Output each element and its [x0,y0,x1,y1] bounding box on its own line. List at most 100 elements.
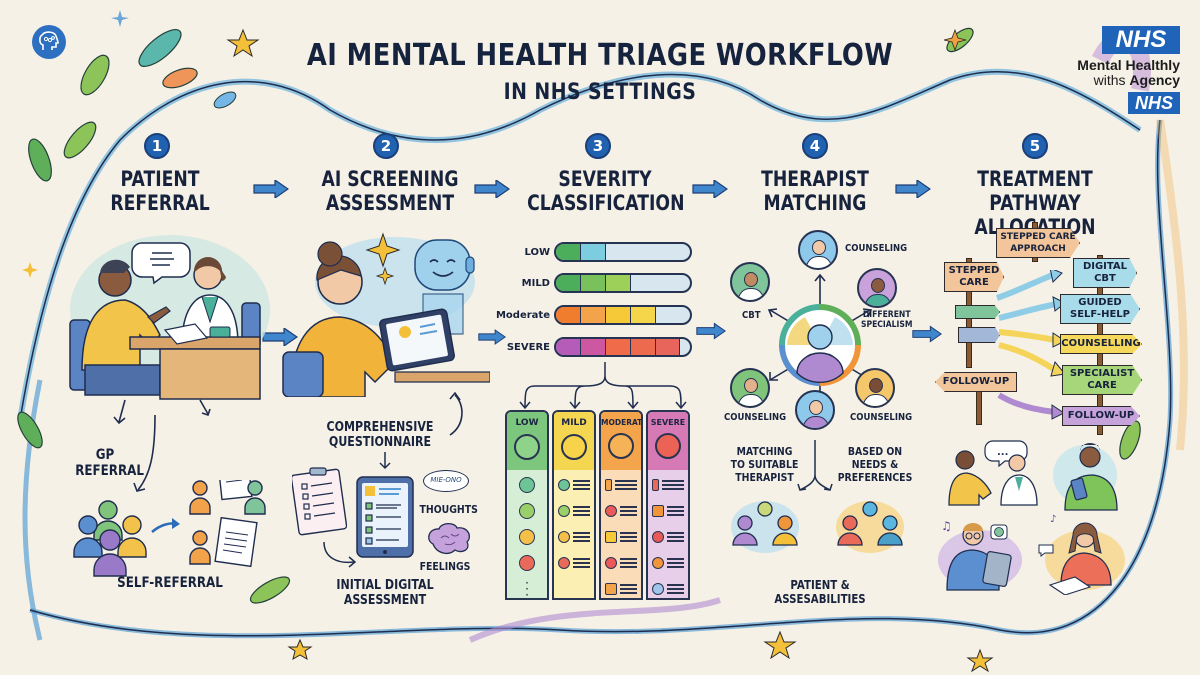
therapist-avatar[interactable] [855,368,895,408]
neutral-face-icon [558,531,570,543]
therapist-role-label: COUNSELING [850,412,913,423]
therapist-role-label: CBT [742,310,761,321]
page-title: AI MENTAL HEALTH TRIAGE WORKFLOW [306,38,894,73]
arrow-right-icon [692,180,728,198]
list-item [605,552,637,574]
list-item [558,474,590,496]
sad-face-icon [519,529,535,545]
therapist-avatar[interactable] [857,268,897,308]
neutral-face-icon [608,433,634,459]
list-item [652,552,684,574]
list-item [558,500,590,522]
head-brain-icon [32,25,66,59]
arrow-right-icon [696,322,726,340]
thermometer-icon [652,479,659,491]
org-name-prefix: withs [1093,72,1126,88]
step-4-number: 4 [802,133,828,159]
angry-face-icon [655,433,681,459]
list-item [605,474,637,496]
severity-column-severe: SEVERE [646,410,690,600]
brain-icon [428,522,471,555]
therapist-avatar[interactable] [795,390,835,430]
speech-bubble: MIE-ONO [423,470,469,492]
step-1-number: 1 [144,133,170,159]
pathway-option-follow-up[interactable]: FOLLOW-UP [1062,406,1140,426]
blank-sign-blue [958,327,1000,343]
neutral-face-icon [519,503,535,519]
sad-face-icon [519,555,535,571]
follow-up-sign-left: FOLLOW-UP [935,372,1017,392]
pathway-option-counselling[interactable]: COUNSELLING [1060,334,1142,354]
heart-icon [605,557,617,569]
fist-icon [652,557,664,569]
org-name-line2: withs Agency [1030,72,1180,88]
thoughts-label: THOUGHTS [419,503,478,516]
smile-face-icon [514,434,540,460]
list-item [511,526,543,548]
list-item [652,474,684,496]
severity-bar-mild: MILD [492,273,692,293]
severity-column-moderate: MODERATE [599,410,643,600]
nhs-logo-bottom: NHS [1128,92,1180,114]
therapist-avatar[interactable] [798,230,838,270]
svg-text:♪: ♪ [1050,514,1056,525]
smile-face-icon [561,434,587,460]
severity-column-low: LOW ··· [505,410,549,600]
org-name-bold: Agency [1129,72,1180,88]
severity-meter [554,273,692,293]
svg-text:...: ... [997,447,1008,458]
severity-meter [554,242,692,262]
explosion-icon [652,531,664,543]
nhs-logo-top: NHS [1102,26,1180,54]
arrow-right-icon [895,180,931,198]
therapist-avatar[interactable] [730,368,770,408]
page-subtitle: IN NHS SETTINGS [503,80,697,105]
arrow-right-icon [912,325,942,343]
more-ellipsis-icon: ··· [525,576,529,600]
lightning-icon [652,505,664,517]
therapist-role-label: COUNSELING [845,243,908,254]
list-item [605,526,637,548]
list-item [605,500,637,522]
patient-group-illustration [73,480,266,577]
therapist-role-label: COUNSELING [724,412,787,423]
list-item [652,526,684,548]
list-item [511,474,543,496]
arrow-right-icon [474,180,510,198]
self-referral-label: SELF-REFERRAL [117,575,223,591]
curved-arrow-up-icon [449,391,463,436]
tornado-icon [652,583,664,595]
arrow-right-icon [253,180,289,198]
arrow-right-icon [478,329,506,345]
blank-sign-green [955,305,1000,319]
list-item [558,552,590,574]
severity-bar-low: LOW [492,242,692,262]
arrow-right-icon [262,328,298,346]
gp-consultation-illustration [69,235,270,400]
matching-hub-diagram [767,273,873,405]
list-item [652,578,684,598]
pathway-arrows [996,270,1066,420]
down-arrow-icon [379,452,391,470]
therapist-role-label: DIFFERENT SPECIALISM [860,310,913,330]
patient-group-illustration [731,501,904,553]
curved-arrow-icon [323,541,357,568]
hourglass-icon [605,531,617,543]
list-item [605,578,637,598]
step-2-number: 2 [373,133,399,159]
step-5-number: 5 [1022,133,1048,159]
org-name-line1: Mental Healthly [1077,57,1180,73]
severity-bar-moderate: Moderate [492,305,692,325]
therapist-avatar[interactable] [730,262,770,302]
